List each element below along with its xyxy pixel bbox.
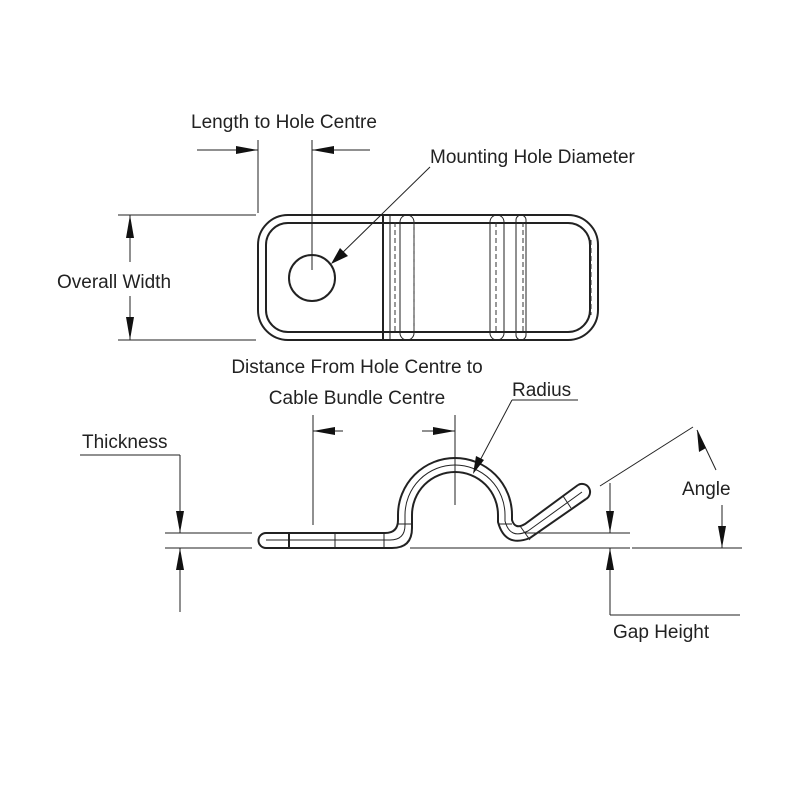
angle-dimension: Angle bbox=[599, 426, 742, 549]
gap-height-dimension: Gap Height bbox=[410, 483, 740, 643]
clip-outline-inner bbox=[265, 222, 591, 333]
clip-profile-inner bbox=[266, 471, 587, 549]
distance-label-line1: Distance From Hole Centre to bbox=[231, 357, 482, 378]
clip-outline-outer bbox=[257, 214, 599, 341]
side-view bbox=[257, 457, 592, 549]
mounting-hole-diameter-leader: Mounting Hole Diameter bbox=[331, 147, 636, 264]
thickness-label: Thickness bbox=[82, 432, 168, 453]
thickness-dimension: Thickness bbox=[80, 432, 252, 612]
mounting-hole-diameter-label: Mounting Hole Diameter bbox=[430, 147, 636, 168]
length-to-hole-centre-label: Length to Hole Centre bbox=[191, 112, 377, 133]
top-view bbox=[257, 214, 599, 341]
radius-leader: Radius bbox=[473, 380, 578, 474]
radius-label: Radius bbox=[512, 380, 571, 401]
length-to-hole-centre-dimension: Length to Hole Centre bbox=[191, 112, 377, 270]
gap-height-label: Gap Height bbox=[613, 622, 710, 643]
distance-hole-to-bundle-dimension: Distance From Hole Centre to Cable Bundl… bbox=[231, 357, 483, 525]
angle-label: Angle bbox=[682, 479, 731, 500]
distance-label-line2: Cable Bundle Centre bbox=[269, 388, 445, 409]
overall-width-label: Overall Width bbox=[57, 272, 171, 293]
overall-width-dimension: Overall Width bbox=[57, 214, 256, 341]
